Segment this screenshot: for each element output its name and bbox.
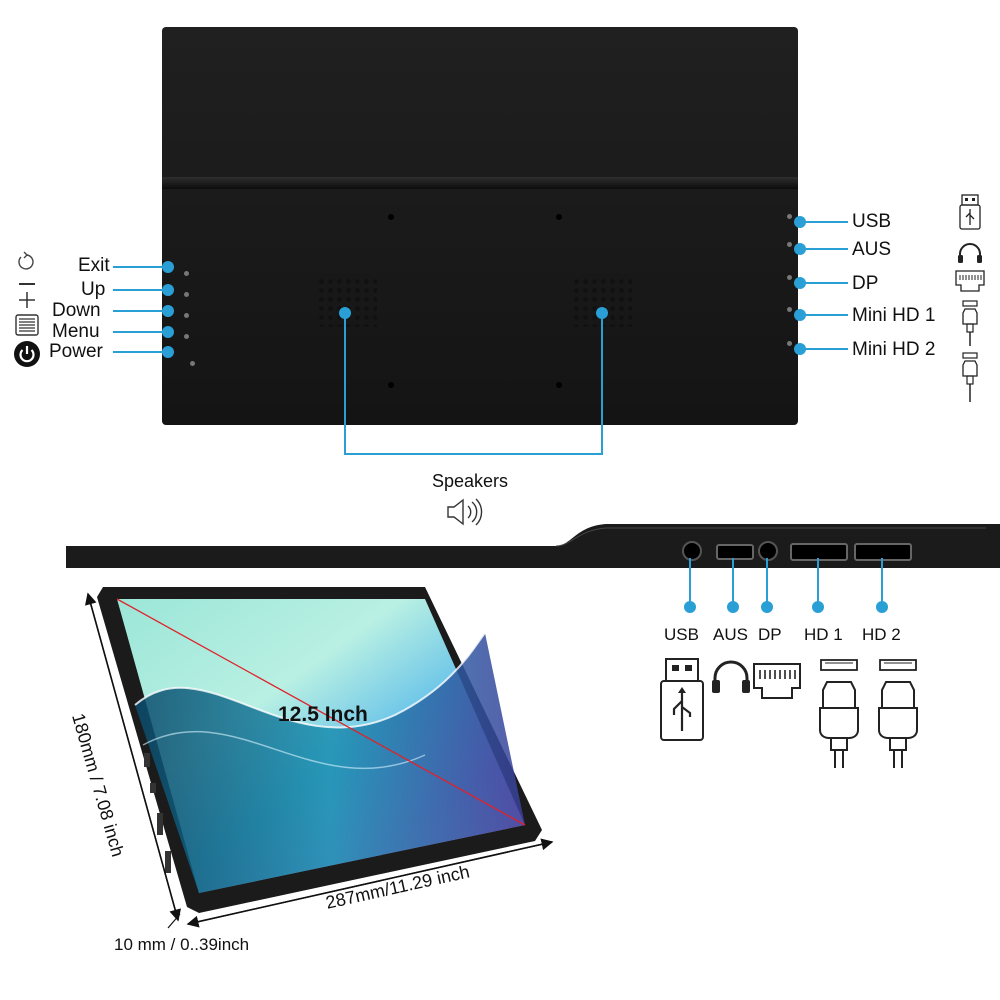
mini-hd1-callout-line <box>800 314 848 316</box>
port-marker <box>787 341 792 346</box>
aus-callout-line <box>800 248 848 250</box>
left-speaker-grille <box>317 277 377 327</box>
screw-hole <box>388 214 394 220</box>
hd2-port-hole <box>854 543 912 561</box>
dp-port-label: DP <box>852 273 879 294</box>
speaker-bracket-right <box>601 313 603 455</box>
up-label: Up <box>81 279 106 300</box>
button-marker <box>184 292 189 297</box>
button-marker <box>190 361 195 366</box>
aus-port-hole <box>716 544 754 560</box>
panel-fold-line <box>162 177 798 189</box>
mini-hdmi-icon <box>962 300 978 346</box>
down-label: Down <box>52 300 101 321</box>
dimension-arrows <box>85 592 554 929</box>
speaker-bracket-bottom <box>344 453 603 455</box>
monitor-back-panel <box>162 27 798 425</box>
headphones-icon <box>958 243 982 263</box>
dp-bottom-callout-line <box>766 558 768 604</box>
mini-hd2-port-label: Mini HD 2 <box>852 339 936 360</box>
dp-callout-line <box>800 282 848 284</box>
port-marker <box>787 214 792 219</box>
mini-hd1-port-label: Mini HD 1 <box>852 305 936 326</box>
usb-callout-line <box>800 221 848 223</box>
power-callout-line <box>113 351 168 353</box>
hdmi-icon <box>819 659 859 768</box>
hd2-bottom-callout-dot <box>876 601 888 613</box>
usb-bottom-label: USB <box>664 625 699 644</box>
menu-label: Menu <box>52 321 100 342</box>
thickness-dimension-label: 10 mm / 0..39inch <box>114 935 250 954</box>
button-marker <box>184 313 189 318</box>
ethernet-icon <box>753 663 801 699</box>
dp-port-hole <box>758 541 778 561</box>
exit-callout-line <box>113 266 168 268</box>
down-callout-dot <box>162 305 174 317</box>
screen-size-label: 12.5 Inch <box>278 703 368 726</box>
power-label: Power <box>49 341 103 362</box>
button-marker <box>184 271 189 276</box>
usb-port-label: USB <box>852 211 892 232</box>
speakers-label: Speakers <box>432 471 509 491</box>
aus-port-label: AUS <box>852 239 892 260</box>
screw-hole <box>556 214 562 220</box>
menu-icon <box>15 314 39 336</box>
down-callout-line <box>113 310 168 312</box>
port-marker <box>787 307 792 312</box>
minus-icon <box>19 283 35 285</box>
usb-bottom-callout-line <box>689 558 691 604</box>
up-callout-line <box>113 289 168 291</box>
monitor-front-view <box>97 587 542 913</box>
ethernet-icon <box>955 270 985 292</box>
aus-bottom-callout-line <box>732 558 734 604</box>
aus-bottom-callout-dot <box>727 601 739 613</box>
speaker-bracket-left <box>344 313 346 455</box>
exit-icon <box>18 251 34 270</box>
hdmi-icon <box>878 659 918 768</box>
menu-callout-dot <box>162 326 174 338</box>
hd1-port-hole <box>790 543 848 561</box>
usb-bottom-callout-dot <box>684 601 696 613</box>
hd2-bottom-label: HD 2 <box>862 625 901 644</box>
headphones-icon <box>712 660 750 693</box>
hd1-bottom-callout-dot <box>812 601 824 613</box>
usb-icon <box>660 658 704 741</box>
aus-bottom-label: AUS <box>713 625 748 644</box>
power-callout-dot <box>162 346 174 358</box>
power-icon <box>14 341 40 367</box>
exit-callout-dot <box>162 261 174 273</box>
port-marker <box>787 242 792 247</box>
dp-bottom-callout-dot <box>761 601 773 613</box>
screw-hole <box>556 382 562 388</box>
mini-hd2-callout-line <box>800 348 848 350</box>
dp-bottom-label: DP <box>758 625 782 644</box>
port-marker <box>787 275 792 280</box>
button-marker <box>184 334 189 339</box>
hd1-bottom-callout-line <box>817 558 819 604</box>
plus-icon <box>19 292 35 308</box>
usb-icon <box>959 194 981 230</box>
exit-label: Exit <box>78 255 110 276</box>
mini-hdmi-icon <box>962 352 978 402</box>
up-callout-dot <box>162 284 174 296</box>
screw-hole <box>388 382 394 388</box>
hd2-bottom-callout-line <box>881 558 883 604</box>
hd1-bottom-label: HD 1 <box>804 625 843 644</box>
usb-port-hole <box>682 541 702 561</box>
menu-callout-line <box>113 331 168 333</box>
speaker-icon <box>447 498 483 526</box>
